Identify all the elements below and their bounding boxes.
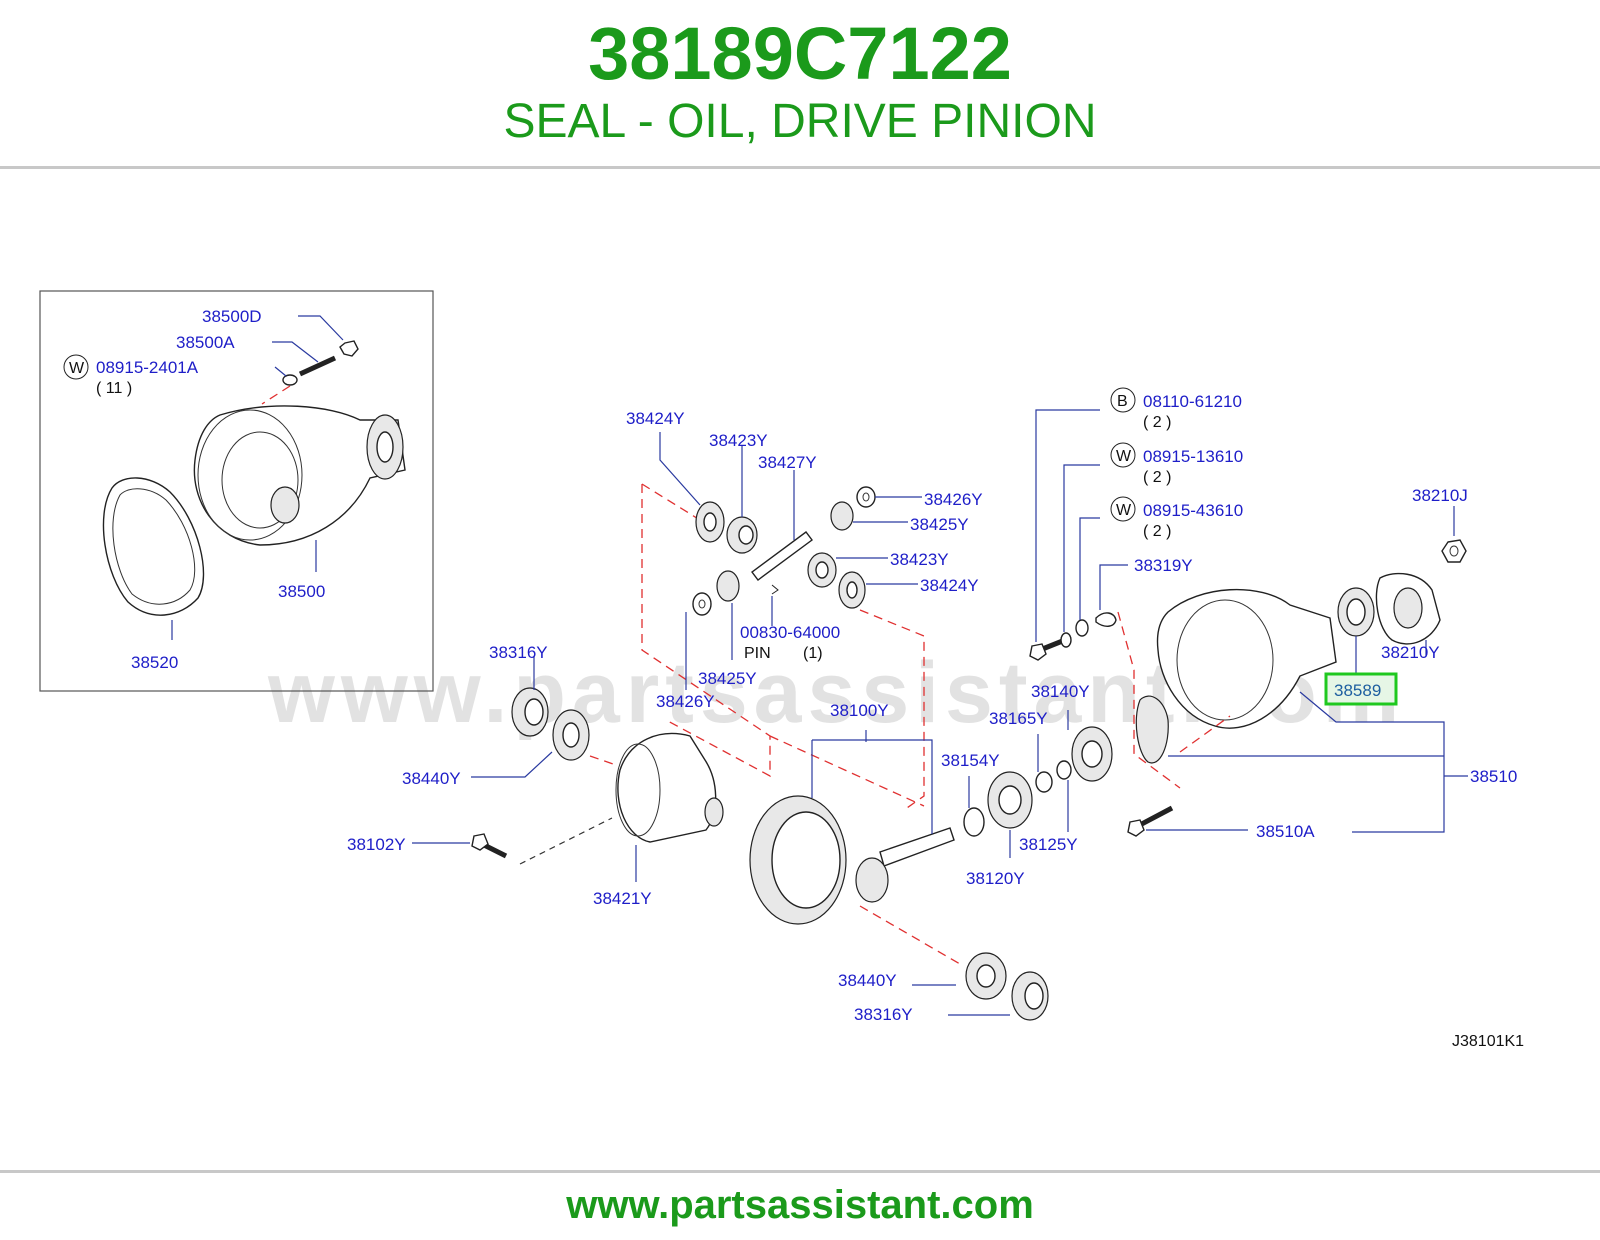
label-38120Y[interactable]: 38120Y — [966, 869, 1025, 888]
part-number-title: 38189C7122 — [588, 12, 1012, 95]
label-38140Y[interactable]: 38140Y — [1031, 682, 1090, 701]
differential-gears: 38424Y 38423Y 38427Y 38426Y 38425Y 38423… — [626, 409, 983, 811]
label-38125Y[interactable]: 38125Y — [1019, 835, 1078, 854]
gear-38425Y-icon[interactable] — [830, 501, 854, 531]
bolt-38510A-icon[interactable] — [1127, 805, 1174, 837]
diff-case-38421Y-icon[interactable] — [615, 732, 724, 843]
label-08915-13610[interactable]: 08915-13610 — [1143, 447, 1243, 466]
label-08915-43610[interactable]: 08915-43610 — [1143, 501, 1243, 520]
callout-w-1: W — [1116, 448, 1132, 465]
bearing-race-38316Y-b-icon[interactable] — [1011, 971, 1049, 1021]
carrier-housing-38510-icon[interactable] — [1135, 588, 1337, 764]
qty-2-b: ( 2 ) — [1143, 469, 1171, 486]
label-38440Y-a[interactable]: 38440Y — [402, 769, 461, 788]
label-38210Y[interactable]: 38210Y — [1381, 643, 1440, 662]
label-38510A[interactable]: 38510A — [1256, 822, 1315, 841]
label-38316Y-b[interactable]: 38316Y — [854, 1005, 913, 1024]
label-38440Y-b[interactable]: 38440Y — [838, 971, 897, 990]
pinion-mate-38423Y-icon[interactable] — [726, 516, 758, 554]
footer-url-link[interactable]: www.partsassistant.com — [566, 1183, 1034, 1227]
header-divider — [0, 166, 1600, 169]
shim-38154Y-icon[interactable] — [963, 807, 985, 837]
gasket-38520-icon[interactable] — [102, 477, 205, 616]
bearing-38120Y-icon[interactable] — [987, 771, 1033, 829]
label-00830-64000[interactable]: 00830-64000 — [740, 623, 840, 642]
pinion-mate-38423Y-b-icon[interactable] — [807, 552, 837, 588]
label-38421Y[interactable]: 38421Y — [593, 889, 652, 908]
label-38426Y-a[interactable]: 38426Y — [924, 490, 983, 509]
label-38210J[interactable]: 38210J — [1412, 486, 1468, 505]
gear-38425Y-b-icon[interactable] — [716, 570, 740, 602]
drive-pinion-38100Y-icon[interactable] — [855, 827, 955, 903]
callout-b: B — [1117, 393, 1128, 410]
spacer-38165Y-icon[interactable] — [1035, 771, 1053, 793]
lock-washer-08915-13610-icon[interactable] — [1060, 632, 1072, 648]
label-38165Y[interactable]: 38165Y — [989, 709, 1048, 728]
label-38424Y-a[interactable]: 38424Y — [626, 409, 685, 428]
callout-w-inset: W — [69, 360, 85, 377]
label-38100Y[interactable]: 38100Y — [830, 701, 889, 720]
ring-gear-38100Y-icon[interactable] — [749, 795, 847, 925]
page-header: 38189C7122 SEAL - OIL, DRIVE PINION — [0, 0, 1600, 168]
label-38316Y-a[interactable]: 38316Y — [489, 643, 548, 662]
label-38520[interactable]: 38520 — [131, 653, 178, 672]
qty-2-c: ( 2 ) — [1143, 523, 1171, 540]
bearing-38440Y-icon[interactable] — [552, 709, 590, 761]
label-38500A[interactable]: 38500A — [176, 333, 235, 352]
footer-divider — [0, 1170, 1600, 1173]
label-08110-61210[interactable]: 08110-61210 — [1143, 392, 1242, 411]
carrier-assembly-38500-icon[interactable] — [193, 405, 406, 546]
differential-case-group: 38316Y 38440Y 38102Y 38421Y — [347, 643, 724, 908]
label-38102Y[interactable]: 38102Y — [347, 835, 406, 854]
companion-flange-38210Y-icon[interactable] — [1375, 572, 1441, 645]
label-08915-2401A[interactable]: 08915-2401A — [96, 358, 199, 377]
qty-11: ( 11 ) — [96, 380, 132, 397]
label-38500D[interactable]: 38500D — [202, 307, 262, 326]
label-38319Y[interactable]: 38319Y — [1134, 556, 1193, 575]
part-description: SEAL - OIL, DRIVE PINION — [503, 95, 1097, 148]
pin-qty: (1) — [803, 645, 823, 662]
assembly-inset: 38500D 38500A W 08915-2401A ( 11 ) 38500… — [39, 290, 434, 692]
label-38423Y-b[interactable]: 38423Y — [890, 550, 949, 569]
pin-icon[interactable] — [771, 584, 779, 595]
bearing-race-38316Y-icon[interactable] — [511, 687, 549, 737]
label-38423Y-a[interactable]: 38423Y — [709, 431, 768, 450]
callout-w-2: W — [1116, 502, 1132, 519]
side-gear-38424Y-b-icon[interactable] — [838, 571, 866, 609]
diagram-code: J38101K1 — [1452, 1033, 1524, 1050]
label-38425Y-b[interactable]: 38425Y — [698, 669, 757, 688]
qty-2-a: ( 2 ) — [1143, 414, 1171, 431]
label-38424Y-b[interactable]: 38424Y — [920, 576, 979, 595]
label-38426Y-b[interactable]: 38426Y — [656, 692, 715, 711]
label-38510[interactable]: 38510 — [1470, 767, 1517, 786]
label-38154Y[interactable]: 38154Y — [941, 751, 1000, 770]
label-38427Y[interactable]: 38427Y — [758, 453, 817, 472]
highlight-box-38589[interactable] — [1324, 672, 1398, 706]
pinion-shaft-38427Y-icon[interactable] — [751, 531, 813, 581]
carrier-housing-group: B 08110-61210 ( 2 ) W 08915-13610 ( 2 ) … — [1029, 387, 1517, 841]
washer-38426Y-b-icon[interactable] — [692, 592, 712, 616]
label-38500[interactable]: 38500 — [278, 582, 325, 601]
label-38425Y-a[interactable]: 38425Y — [910, 515, 969, 534]
bearing-38440Y-b-icon[interactable] — [965, 952, 1007, 1000]
breather-38319Y-icon[interactable] — [1095, 612, 1117, 627]
bolt-38102Y-icon[interactable] — [471, 833, 508, 859]
washer-icon[interactable] — [282, 374, 298, 386]
ring-pinion-group: 38100Y 38154Y 38165Y 38140Y 38120Y 38125… — [749, 682, 1113, 1024]
label-38589[interactable]: 38589 — [1334, 681, 1381, 700]
washer-38426Y-icon[interactable] — [856, 486, 876, 508]
side-gear-38424Y-icon[interactable] — [695, 501, 725, 543]
nut-icon[interactable] — [339, 340, 359, 357]
bearing-38140Y-icon[interactable] — [1071, 726, 1113, 782]
pin-text: PIN — [744, 645, 771, 662]
nut-38210J-icon[interactable] — [1441, 539, 1467, 563]
washer-08915-43610-icon[interactable] — [1075, 619, 1089, 637]
oil-seal-38589-icon[interactable] — [1337, 587, 1375, 637]
washer-38125Y-icon[interactable] — [1056, 760, 1072, 780]
